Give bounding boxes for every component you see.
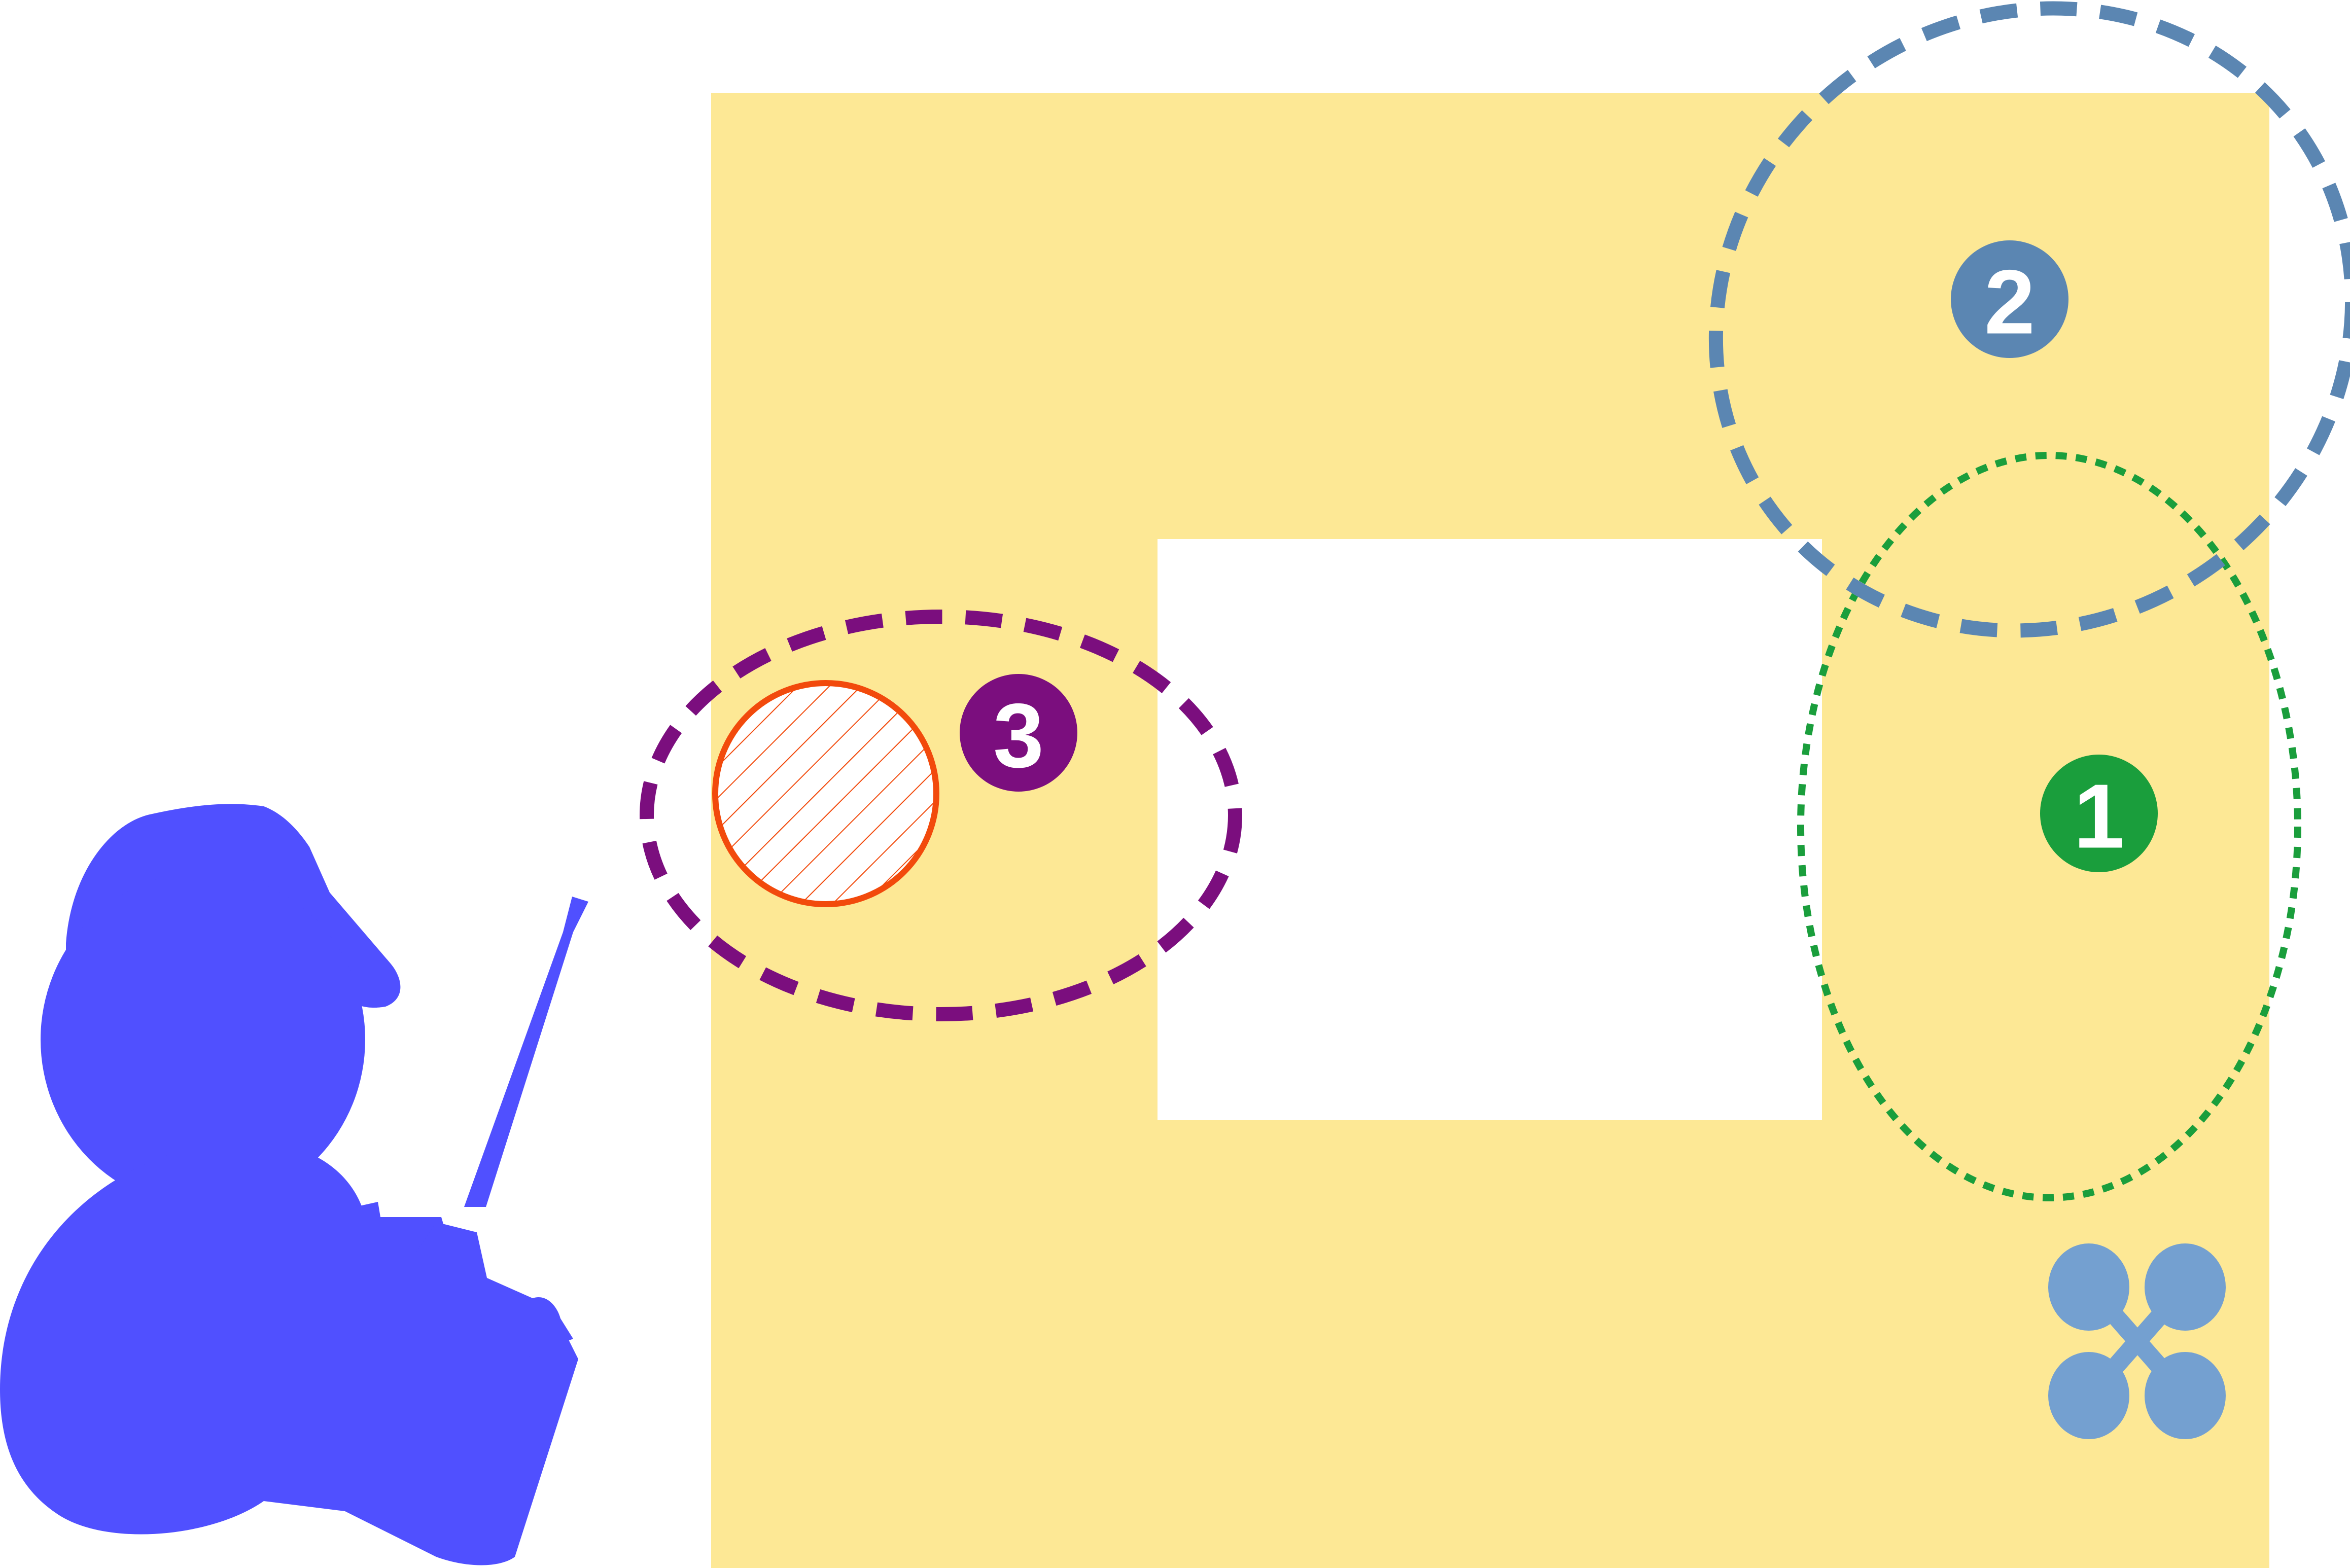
zone-2-badge: 2 [1951,240,2068,358]
obstacle-circle [712,680,939,907]
zone-3-label: 3 [993,685,1044,787]
zone-3-badge: 3 [960,674,1077,792]
zone-1-label: 1 [2074,766,2124,868]
zone-1-boundary [1797,452,2301,1201]
quadcopter-drone-icon [2048,1243,2226,1439]
zone-2-label: 2 [1984,252,2035,353]
operator-with-remote-controller-icon [0,804,588,1565]
zone-3-boundary [640,610,1242,1021]
zone-1-badge: 1 [2040,755,2158,872]
zone-2-boundary [1708,1,2350,638]
building-footprint [1158,539,1822,1120]
